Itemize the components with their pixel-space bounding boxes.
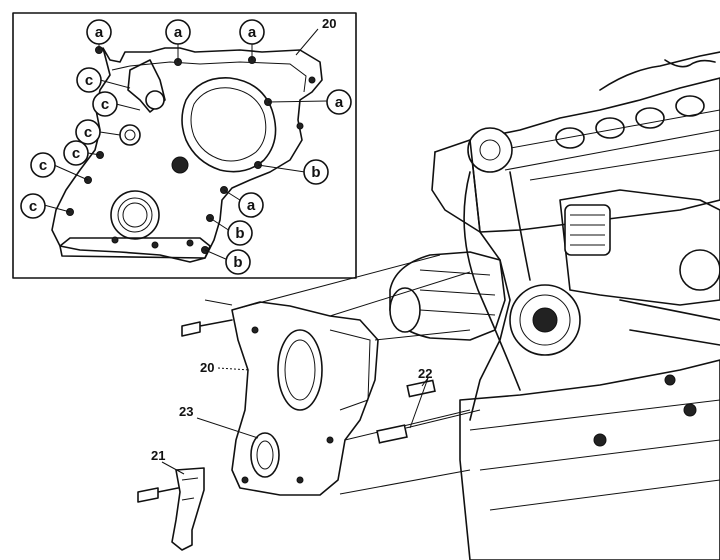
cam-cover-top — [599, 51, 720, 91]
callout-c-6-text: c — [29, 198, 37, 215]
callout-a-2-text: a — [174, 24, 183, 41]
callout-c-5-text: c — [39, 157, 47, 174]
callout-c-4 — [63, 140, 89, 166]
callout-a-3 — [239, 19, 265, 45]
label-23: 23 — [179, 404, 193, 419]
inset-bolt-holes — [66, 46, 316, 254]
inset-cover-inner — [111, 61, 307, 93]
inset-detail: a a a a a b b b c c c c c — [12, 12, 357, 279]
bolt-lower — [137, 487, 179, 503]
gaskets — [376, 377, 436, 444]
camshaft-lobes — [555, 95, 705, 149]
inset-seal-bore — [110, 190, 160, 240]
block-left-face — [434, 139, 511, 421]
bracket-part — [137, 461, 205, 551]
callout-b-3 — [225, 249, 251, 275]
label-21: 21 — [151, 448, 165, 463]
callout-a-4 — [326, 89, 352, 115]
callout-b-2 — [227, 220, 253, 246]
inset-cam-opening — [181, 77, 277, 173]
inset-cover-outline — [51, 47, 323, 263]
label-22: 22 — [418, 366, 432, 381]
callout-c-2-text: c — [101, 96, 109, 113]
callout-b-3-text: b — [233, 254, 242, 271]
label-20: 20 — [200, 360, 214, 375]
exploded-timing-cover — [181, 254, 471, 496]
bracket — [171, 467, 205, 551]
callout-c-3-text: c — [84, 124, 92, 141]
oil-pan — [459, 359, 720, 560]
engine-block — [389, 51, 720, 560]
callout-b-1-text: b — [311, 164, 320, 181]
inset-leader-lines — [43, 28, 328, 261]
callout-a-5-text: a — [247, 197, 256, 214]
cylinder-head — [469, 77, 720, 233]
callout-a-2 — [165, 19, 191, 45]
gasket-1 — [376, 424, 408, 444]
inset-bottom-flange — [59, 237, 211, 259]
callout-c-1 — [76, 67, 102, 93]
front-seal — [250, 432, 280, 478]
callout-a-1-text: a — [95, 24, 104, 41]
callout-a-1 — [86, 19, 112, 45]
callout-c-5 — [30, 152, 56, 178]
main-labels: 20 22 23 21 — [151, 360, 432, 463]
crank-sprocket — [509, 284, 581, 356]
callout-a-5 — [238, 192, 264, 218]
callout-a-4-text: a — [335, 94, 344, 111]
cam-sprocket — [467, 127, 513, 173]
inset-callouts: a a a a a b b b c c c c c — [20, 16, 352, 275]
callout-c-4-text: c — [72, 145, 80, 162]
bolt-upper — [181, 319, 233, 337]
gasket-2 — [406, 379, 436, 398]
callout-b-1 — [303, 159, 329, 185]
inset-frame — [12, 12, 357, 279]
callout-a-3-text: a — [248, 24, 257, 41]
alignment-lines — [204, 299, 481, 495]
callout-c-2 — [92, 91, 118, 117]
inset-cam-opening-inner — [190, 87, 267, 162]
timing-chain — [463, 171, 531, 391]
callout-c-1-text: c — [85, 72, 93, 89]
injection-pump — [559, 189, 720, 306]
inset-part-label: 20 — [322, 16, 336, 31]
callout-c-3 — [75, 119, 101, 145]
callout-b-2-text: b — [235, 225, 244, 242]
callout-c-6 — [20, 193, 46, 219]
